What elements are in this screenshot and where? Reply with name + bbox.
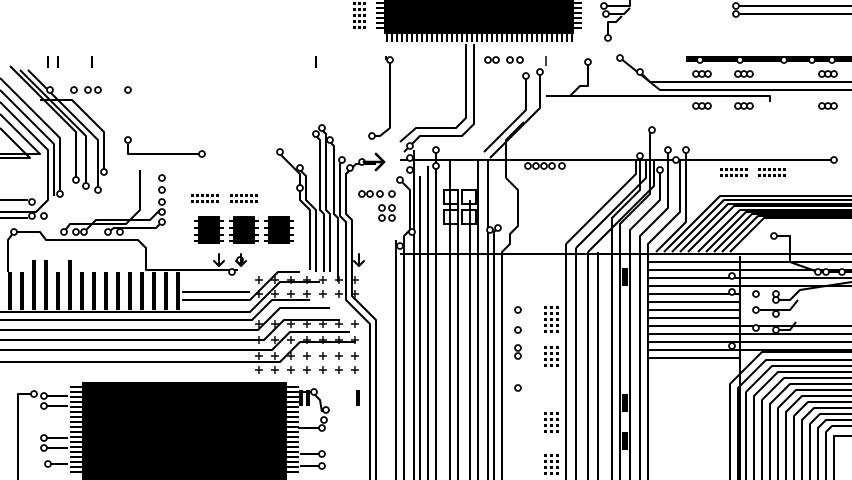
arrow-right-icon bbox=[362, 152, 386, 172]
vias bbox=[10, 2, 846, 470]
small-chips bbox=[191, 56, 852, 450]
plus-marker-icon bbox=[255, 276, 359, 374]
top-chip bbox=[353, 0, 582, 42]
dot-grid bbox=[544, 306, 559, 475]
left-pin-header bbox=[8, 260, 180, 310]
arrow-down-icon bbox=[213, 253, 365, 267]
bottom-left-chip bbox=[70, 382, 360, 480]
pad-footprints bbox=[443, 189, 477, 225]
